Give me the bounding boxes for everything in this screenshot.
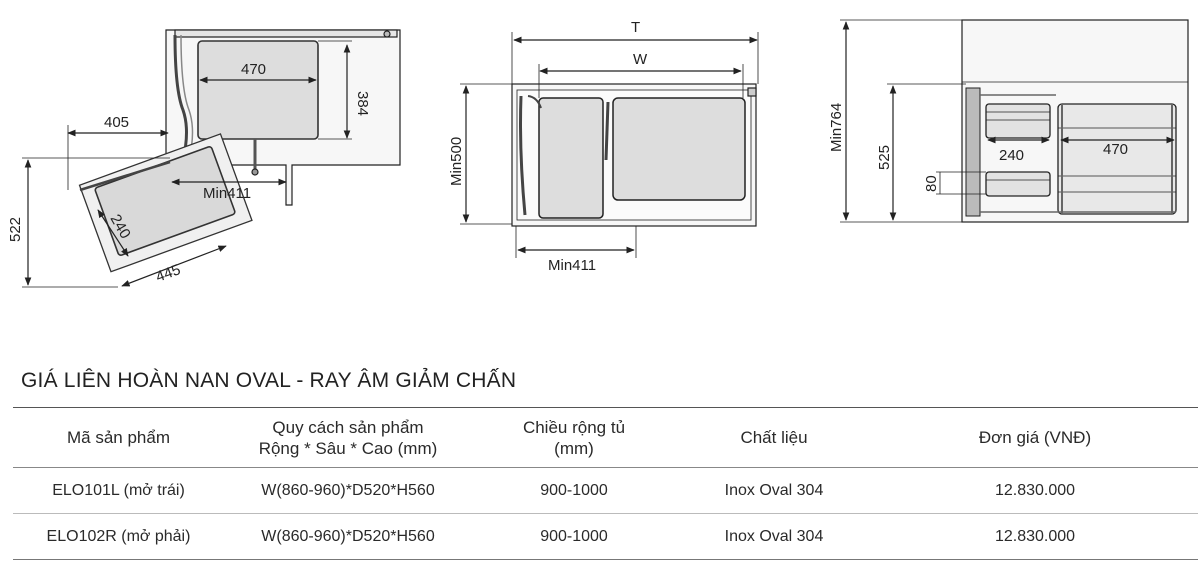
dim-405: 405 xyxy=(104,114,129,131)
cell-cabinet-width: 900-1000 xyxy=(472,467,676,514)
cell-cabinet-width: 900-1000 xyxy=(472,513,676,560)
cell-price: 12.830.000 xyxy=(872,467,1198,514)
dim-min500: Min500 xyxy=(448,137,465,186)
header-cabinet-width-unit: (mm) xyxy=(554,438,594,458)
dim-min764: Min764 xyxy=(828,103,845,152)
cell-code: ELO102R (mở phải) xyxy=(13,513,224,560)
cell-code: ELO101L (mở trái) xyxy=(13,467,224,514)
cell-material: Inox Oval 304 xyxy=(676,513,872,560)
dim-T: T xyxy=(631,19,640,36)
dim-522: 522 xyxy=(7,217,24,242)
header-spec: Quy cách sản phẩm Rộng * Sâu * Cao (mm) xyxy=(224,407,472,468)
dim-240-right: 240 xyxy=(999,147,1024,164)
dim-min411-middle: Min411 xyxy=(548,257,596,274)
header-spec-label: Quy cách sản phẩm xyxy=(272,417,424,437)
dim-W: W xyxy=(633,51,648,68)
dim-470: 470 xyxy=(241,61,266,78)
technical-drawings: 470 384 405 Min411 522 240 445 T W Min50… xyxy=(7,19,1189,288)
middle-drawing xyxy=(460,32,759,258)
header-code: Mã sản phẩm xyxy=(13,407,224,468)
header-material-label: Chất liệu xyxy=(740,428,808,447)
header-price: Đơn giá (VNĐ) xyxy=(872,407,1198,468)
product-table: Mã sản phẩm Quy cách sản phẩm Rộng * Sâu… xyxy=(13,407,1198,560)
right-drawing xyxy=(840,19,1189,223)
dim-525: 525 xyxy=(876,145,893,170)
cell-material: Inox Oval 304 xyxy=(676,467,872,514)
table-row: ELO101L (mở trái) W(860-960)*D520*H560 9… xyxy=(13,467,1198,514)
table-row: ELO102R (mở phải) W(860-960)*D520*H560 9… xyxy=(13,513,1198,560)
cell-price: 12.830.000 xyxy=(872,513,1198,560)
header-cabinet-width-label: Chiều rộng tủ xyxy=(522,417,626,437)
header-material: Chất liệu xyxy=(676,407,872,468)
header-spec-sublabel: Rộng * Sâu * Cao (mm) xyxy=(258,438,438,458)
left-drawing xyxy=(22,29,401,288)
table-header-row: Mã sản phẩm Quy cách sản phẩm Rộng * Sâu… xyxy=(13,407,1198,468)
dim-80: 80 xyxy=(923,175,940,192)
drawings-svg: 470 384 405 Min411 522 240 445 T W Min50… xyxy=(7,19,1189,288)
header-price-label: Đơn giá (VNĐ) xyxy=(978,428,1092,447)
dim-470-right: 470 xyxy=(1103,141,1128,158)
dim-384: 384 xyxy=(354,91,371,116)
dim-min411-left: Min411 xyxy=(203,185,251,202)
cell-spec: W(860-960)*D520*H560 xyxy=(224,513,472,560)
header-code-label: Mã sản phẩm xyxy=(67,428,170,447)
header-cabinet-width: Chiều rộng tủ (mm) xyxy=(472,407,676,468)
cell-spec: W(860-960)*D520*H560 xyxy=(224,467,472,514)
section-title: GIÁ LIÊN HOÀN NAN OVAL - RAY ÂM GIẢM CHẤ… xyxy=(21,369,517,392)
